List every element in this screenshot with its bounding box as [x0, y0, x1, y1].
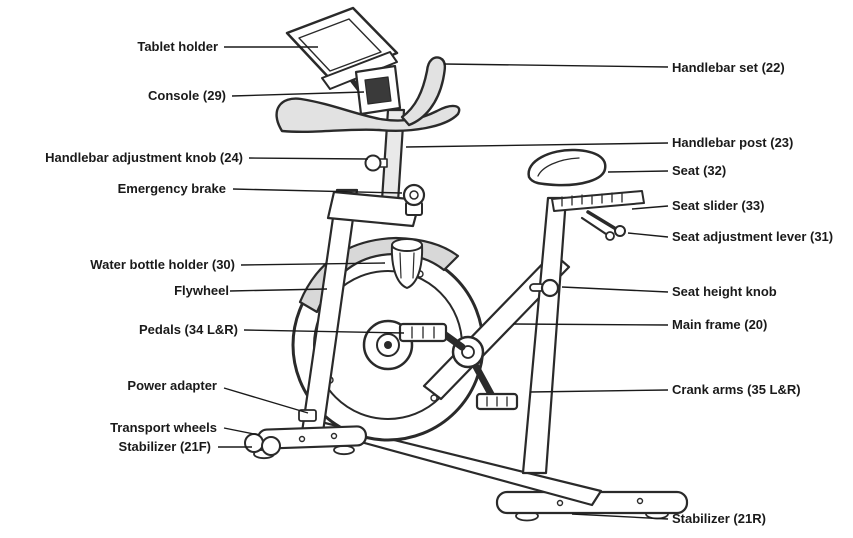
label-main-frame: Main frame (20) — [672, 317, 768, 332]
leader-handlebar-post — [405, 142, 669, 148]
handlebar-set — [275, 56, 461, 134]
leader-emergency-brake — [232, 188, 403, 194]
leader-main-frame — [512, 323, 669, 326]
label-seat-slider: Seat slider (33) — [672, 198, 765, 213]
leader-flywheel — [229, 288, 328, 292]
leader-seat-adjustment-lever — [627, 232, 669, 238]
label-handlebar-adjustment-knob: Handlebar adjustment knob (24) — [45, 150, 243, 165]
leader-power-adapter — [223, 387, 309, 414]
label-water-bottle-holder: Water bottle holder (30) — [90, 257, 235, 272]
label-tablet-holder: Tablet holder — [137, 39, 218, 54]
leader-seat-slider — [631, 205, 669, 210]
leader-crank-arms — [529, 389, 669, 393]
label-power-adapter: Power adapter — [127, 378, 217, 393]
label-seat: Seat (32) — [672, 163, 727, 178]
label-flywheel: Flywheel — [174, 283, 229, 298]
seat-height-knob — [529, 278, 560, 298]
label-transport-wheels: Transport wheels — [110, 420, 217, 435]
console — [354, 64, 402, 116]
leader-handlebar-adjustment-knob — [248, 157, 369, 160]
emergency-brake-knob — [402, 183, 426, 216]
bolt-icon — [330, 432, 338, 440]
power-adapter — [298, 409, 317, 422]
label-handlebar-post: Handlebar post (23) — [672, 135, 794, 150]
bolt-icon — [556, 499, 564, 507]
label-stabilizer-rear: Stabilizer (21R) — [672, 511, 766, 526]
water-bottle-holder — [390, 238, 424, 289]
seat-adjustment-lever — [580, 210, 626, 241]
leader-pedals — [243, 329, 405, 334]
label-seat-height-knob: Seat height knob — [672, 284, 777, 299]
seat-slider — [551, 190, 645, 212]
bolt-icon — [298, 435, 306, 443]
seat — [527, 148, 607, 187]
label-handlebar-set: Handlebar set (22) — [672, 60, 785, 75]
bolt-icon — [636, 497, 644, 505]
leader-seat — [607, 170, 669, 173]
label-pedals: Pedals (34 L&R) — [139, 322, 238, 337]
label-seat-adjustment-lever: Seat adjustment lever (31) — [672, 229, 834, 244]
leader-console — [231, 91, 365, 97]
frame-junction — [326, 190, 422, 228]
seat-post-tube — [521, 196, 568, 475]
label-stabilizer-front: Stabilizer (21F) — [118, 439, 211, 454]
label-console: Console (29) — [147, 88, 226, 103]
leader-seat-height-knob — [561, 286, 669, 293]
leader-handlebar-set — [443, 63, 669, 68]
leader-transport-wheels — [223, 427, 260, 436]
bike-art — [244, 6, 689, 522]
leader-water-bottle-holder — [240, 262, 386, 266]
leader-lines — [218, 46, 669, 520]
label-crank-arms: Crank arms (35 L&R) — [672, 382, 801, 397]
leader-stabilizer-rear — [571, 513, 669, 520]
label-emergency-brake: Emergency brake — [117, 181, 226, 196]
console-screen — [364, 76, 392, 105]
crank-arms — [398, 322, 519, 411]
handlebar-adjustment-knob — [364, 154, 388, 172]
